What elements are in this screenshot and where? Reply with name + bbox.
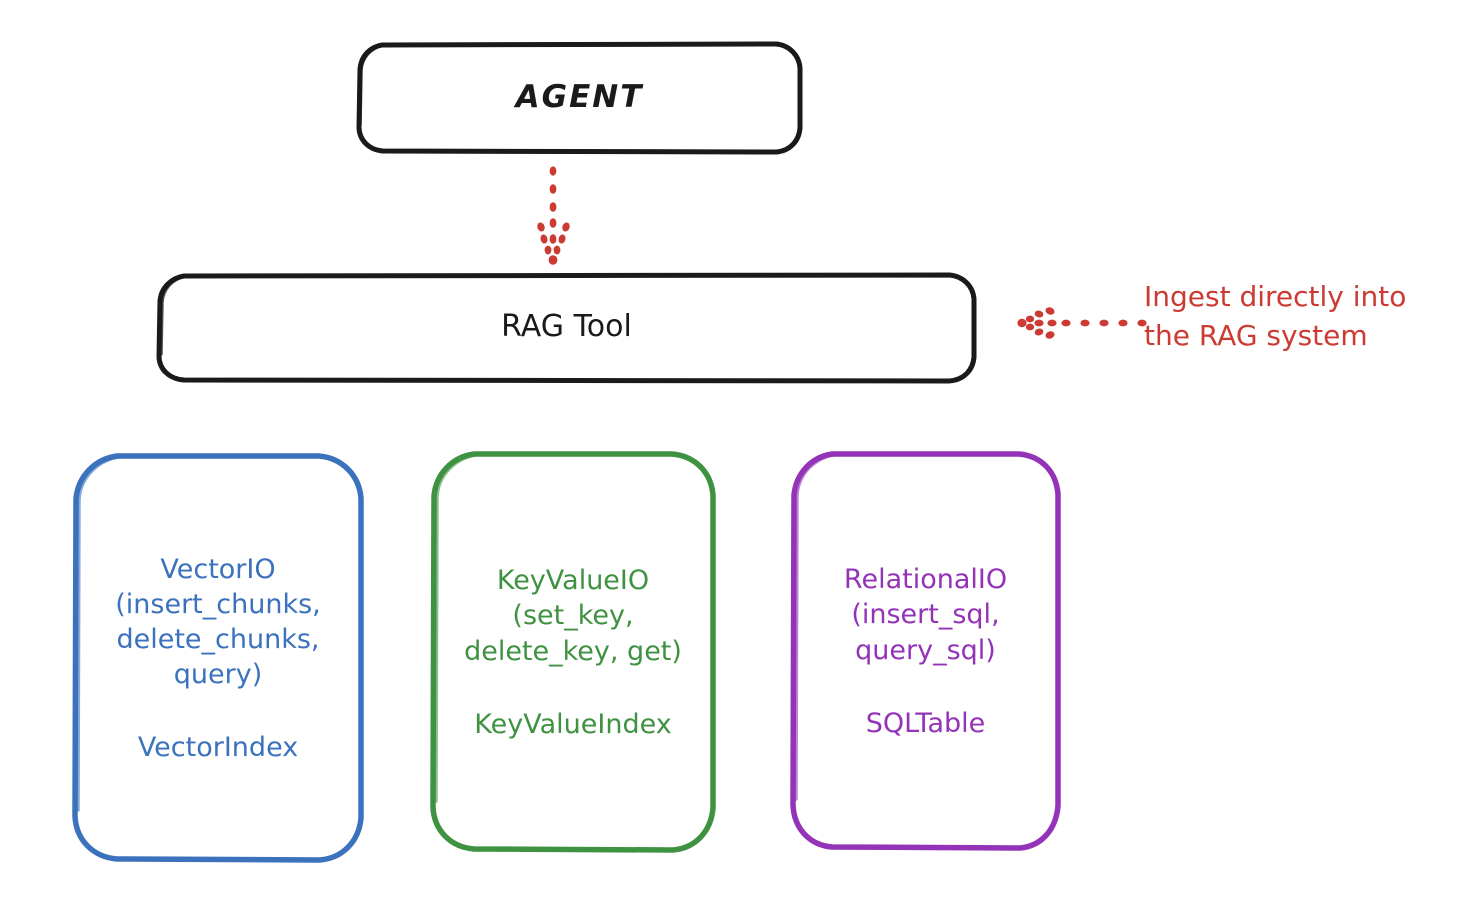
vector-io-api-label: VectorIO (insert_chunks, delete_chunks, … <box>115 553 321 691</box>
rag-tool-node[interactable]: RAG Tool <box>156 272 977 384</box>
key-value-io-node[interactable]: KeyValueIO (set_key, delete_key, get) Ke… <box>430 450 716 853</box>
agent-label: AGENT <box>515 78 644 115</box>
ingest-annotation-text: Ingest directly into the RAG system <box>1144 280 1407 352</box>
dotted-arrow-left-icon <box>1017 307 1147 339</box>
relational-io-api-label: RelationalIO (insert_sql, query_sql) <box>843 564 1008 666</box>
key-value-io-index-label: KeyValueIndex <box>474 708 672 740</box>
vector-io-node[interactable]: VectorIO (insert_chunks, delete_chunks, … <box>72 452 364 863</box>
key-value-io-api-label: KeyValueIO (set_key, delete_key, get) <box>464 565 682 667</box>
relational-io-index-label: SQLTable <box>865 707 986 739</box>
relational-io-node[interactable]: RelationalIO (insert_sql, query_sql) SQL… <box>790 450 1061 851</box>
dotted-arrow-down-icon <box>537 166 570 265</box>
agent-node[interactable]: AGENT <box>356 41 803 155</box>
rag-tool-label: RAG Tool <box>501 309 632 345</box>
vector-io-index-label: VectorIndex <box>137 732 299 764</box>
